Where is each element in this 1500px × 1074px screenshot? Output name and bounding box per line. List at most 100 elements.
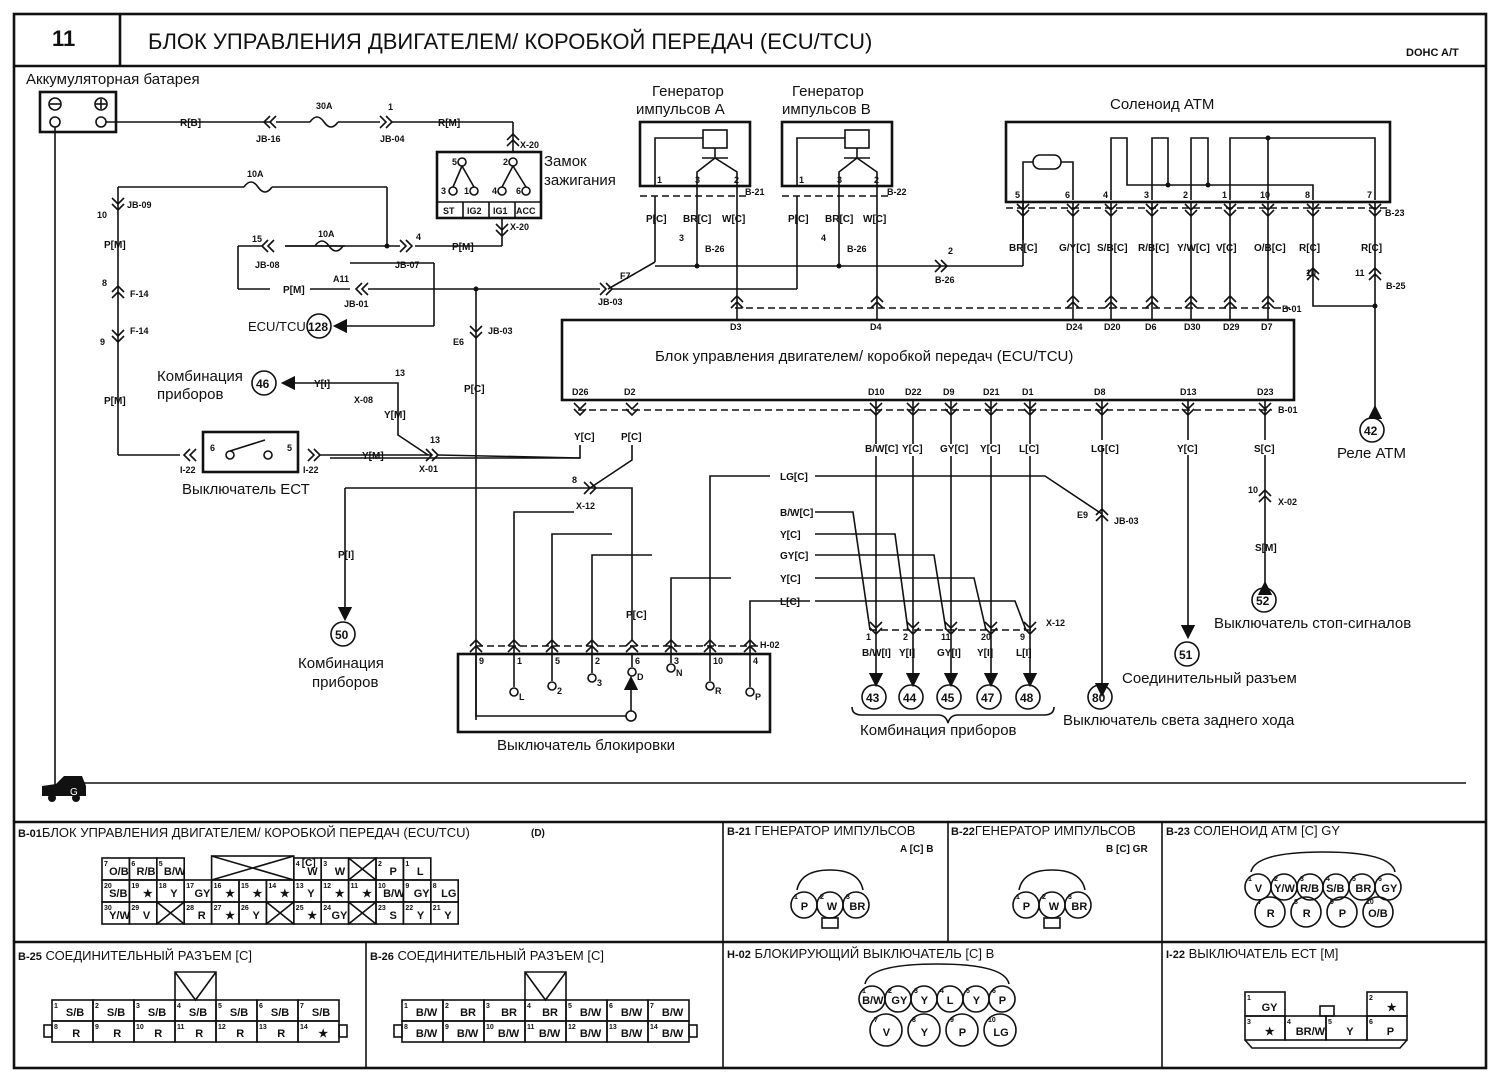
pin-color: B/W xyxy=(580,1007,602,1019)
wire xyxy=(709,475,770,654)
pin-label: 11 xyxy=(1355,268,1365,278)
pin-color: S/B xyxy=(148,1007,166,1019)
panel-sub: [C] xyxy=(302,858,316,869)
pin-number: 3 xyxy=(1068,894,1072,901)
ecu-pin: D13 xyxy=(1180,387,1197,397)
ecu-pin: D6 xyxy=(1145,322,1157,332)
pin-color: S/B xyxy=(1326,883,1344,895)
ignition-label: Замок xyxy=(544,153,587,170)
pin-label: 4 xyxy=(492,186,497,196)
cluster-label: приборов xyxy=(157,386,223,403)
pin-color: L xyxy=(947,995,954,1007)
pin-color: Y xyxy=(307,888,315,900)
connector-label: JB-03 xyxy=(598,297,623,307)
pin-number: 14 xyxy=(300,1024,308,1031)
wire-label: W[C] xyxy=(863,214,886,225)
ign-pos: IG1 xyxy=(493,206,508,216)
connector-label: JB-03 xyxy=(488,326,513,336)
connector-label: X-20 xyxy=(510,222,529,232)
key-tab xyxy=(174,971,217,1002)
blank-cell xyxy=(156,901,185,925)
cluster-group-label: Комбинация приборов xyxy=(860,722,1017,739)
pin-number: 12 xyxy=(323,883,331,890)
connector-label: X-08 xyxy=(354,395,373,405)
pin-color: Y xyxy=(170,888,178,900)
ecu-ref-label: ECU/TCU xyxy=(248,319,306,334)
wire-label: Y[C] xyxy=(1177,444,1198,455)
pin-number: 16 xyxy=(214,883,222,890)
pin-number: 18 xyxy=(159,883,167,890)
pin-number: 22 xyxy=(405,905,413,912)
pin-number: 10 xyxy=(136,1024,144,1031)
inhibitor-switch xyxy=(456,652,772,734)
pin-number: 8 xyxy=(1294,899,1298,906)
blank-cell xyxy=(265,901,295,925)
pin-color: BR/W xyxy=(1296,1026,1326,1038)
connector-chevron xyxy=(664,638,678,653)
panel-b22-title: B-22ГЕНЕРАТОР ИМПУЛЬСОВ xyxy=(951,823,1136,838)
wire-label: V[C] xyxy=(1216,243,1237,254)
ecu-pin: D4 xyxy=(870,322,882,332)
pin-number: 7 xyxy=(104,861,108,868)
ref-number: 80 xyxy=(1092,691,1106,705)
pin-color: L xyxy=(417,866,424,878)
b22-pin xyxy=(1064,891,1092,919)
connector-label: JB-07 xyxy=(395,260,420,270)
pulse-gen-b-label: Генератор xyxy=(792,83,864,100)
panel-h02-title: H-02 БЛОКИРУЮЩИЙ ВЫКЛЮЧАТЕЛЬ [C] B xyxy=(727,946,994,961)
pin-color: R xyxy=(195,1028,203,1040)
position-label: 2 xyxy=(557,686,562,696)
pin-label: 3 xyxy=(674,656,679,666)
connector-chevron xyxy=(944,621,958,636)
connector-base xyxy=(1244,1039,1408,1049)
ecu-pin: D24 xyxy=(1066,322,1083,332)
ref-circle xyxy=(976,684,1002,710)
pin-number: 8 xyxy=(912,1017,916,1024)
ignition-switch xyxy=(435,150,543,220)
connector-chevron xyxy=(984,621,998,636)
pin-number: 19 xyxy=(131,883,139,890)
pin-color: R/B xyxy=(1300,883,1319,895)
connector-chevron xyxy=(625,402,639,417)
pin-number: 7 xyxy=(874,1017,878,1024)
pin-color: W xyxy=(307,866,318,878)
pin-number: 6 xyxy=(259,1003,263,1010)
pin-label: 10 xyxy=(1306,268,1316,278)
wire xyxy=(815,554,947,631)
pin-color: W xyxy=(335,866,346,878)
h02-pin xyxy=(907,1013,941,1047)
pin-label: 11 xyxy=(941,632,951,642)
contact xyxy=(705,681,715,691)
contact xyxy=(627,667,637,677)
pin-color: ★ xyxy=(225,888,235,900)
ecu-pin: D26 xyxy=(572,387,589,397)
connector-label: X-02 xyxy=(1278,497,1297,507)
battery-label: Аккумуляторная батарея xyxy=(26,71,200,88)
connector-label: JB-03 xyxy=(1114,516,1139,526)
pin-label: 15 xyxy=(252,234,262,244)
fuse-icon xyxy=(309,116,339,128)
pin-number: 6 xyxy=(1369,1019,1373,1026)
wire-label: L[I] xyxy=(1016,648,1032,659)
pin-color: S/B xyxy=(312,1007,330,1019)
pin-color: R xyxy=(236,1028,244,1040)
pin-color: GY xyxy=(1262,1002,1279,1014)
wire-label: R/B[C] xyxy=(1138,243,1169,254)
ref-circle xyxy=(936,684,962,710)
connector-chevron xyxy=(1104,294,1118,309)
pin-label: 20 xyxy=(981,632,991,642)
pin-label: 2 xyxy=(734,175,739,185)
pin-label: 5 xyxy=(555,656,560,666)
pin-color: Y xyxy=(973,995,981,1007)
pin-number: 1 xyxy=(405,861,409,868)
pin-number: 23 xyxy=(378,905,386,912)
pin-number: 10 xyxy=(1366,899,1374,906)
ref-number: 48 xyxy=(1020,691,1034,705)
relay-atm-label: Реле АТМ xyxy=(1337,445,1406,462)
pin-number: 30 xyxy=(104,905,112,912)
pin-color: V xyxy=(1255,883,1263,895)
connector-label: JB-04 xyxy=(380,134,405,144)
pin-number: 9 xyxy=(950,1017,954,1024)
pin-number: 7 xyxy=(300,1003,304,1010)
connector-label: F-14 xyxy=(130,326,149,336)
